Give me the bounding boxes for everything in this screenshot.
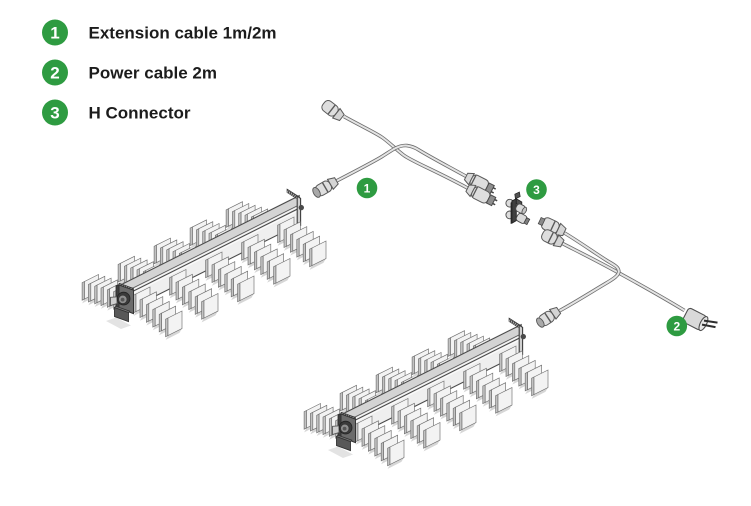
svg-text:3: 3 (50, 104, 59, 123)
svg-text:Extension cable 1m/2m: Extension cable 1m/2m (89, 24, 277, 43)
svg-text:3: 3 (533, 183, 540, 197)
svg-text:Power cable 2m: Power cable 2m (89, 64, 218, 83)
svg-text:1: 1 (50, 24, 59, 43)
svg-text:H Connector: H Connector (89, 104, 191, 123)
svg-text:2: 2 (50, 64, 59, 83)
svg-text:1: 1 (364, 181, 371, 195)
svg-text:2: 2 (673, 319, 680, 333)
